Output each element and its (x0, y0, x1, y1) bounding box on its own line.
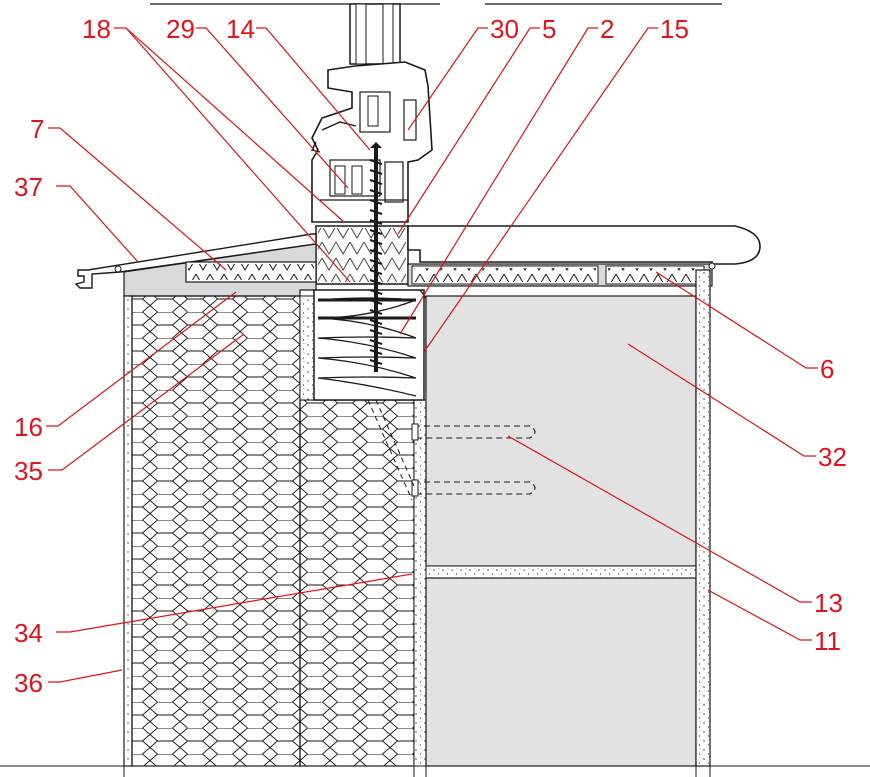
bottom-line (0, 765, 870, 777)
callout-6: 6 (820, 354, 834, 384)
callout-32: 32 (818, 442, 847, 472)
callout-29: 29 (166, 14, 195, 44)
callout-36: 36 (14, 668, 43, 698)
installation-box (313, 289, 427, 401)
callout-37: 37 (14, 172, 43, 202)
callout-16: 16 (14, 412, 43, 442)
callout-13: 13 (814, 588, 843, 618)
callout-30: 30 (490, 14, 519, 44)
callout-35: 35 (14, 456, 43, 486)
callout-11: 11 (814, 626, 841, 656)
callout-labels: 18 29 14 30 5 2 15 7 37 6 32 16 35 13 11… (14, 14, 847, 698)
right-insulation-strip (407, 262, 716, 287)
callout-2: 2 (600, 14, 614, 44)
fixing-screw (369, 142, 383, 372)
callout-15: 15 (660, 14, 689, 44)
interior-plaster (695, 269, 711, 767)
masonry-blocks (425, 295, 697, 767)
fastener-projection (367, 399, 415, 501)
frame-seal-insulation (315, 225, 409, 285)
callout-leaders (46, 27, 818, 683)
callout-7: 7 (30, 114, 44, 144)
callout-14: 14 (226, 14, 255, 44)
exterior-plaster (123, 295, 133, 767)
interior-window-board (407, 225, 761, 265)
callout-5: 5 (542, 14, 556, 44)
callout-34: 34 (14, 618, 43, 648)
window-frame-top (150, 3, 722, 65)
wall-anchors (411, 423, 536, 497)
window-frame-profile (310, 61, 433, 223)
callout-18: 18 (82, 14, 111, 44)
